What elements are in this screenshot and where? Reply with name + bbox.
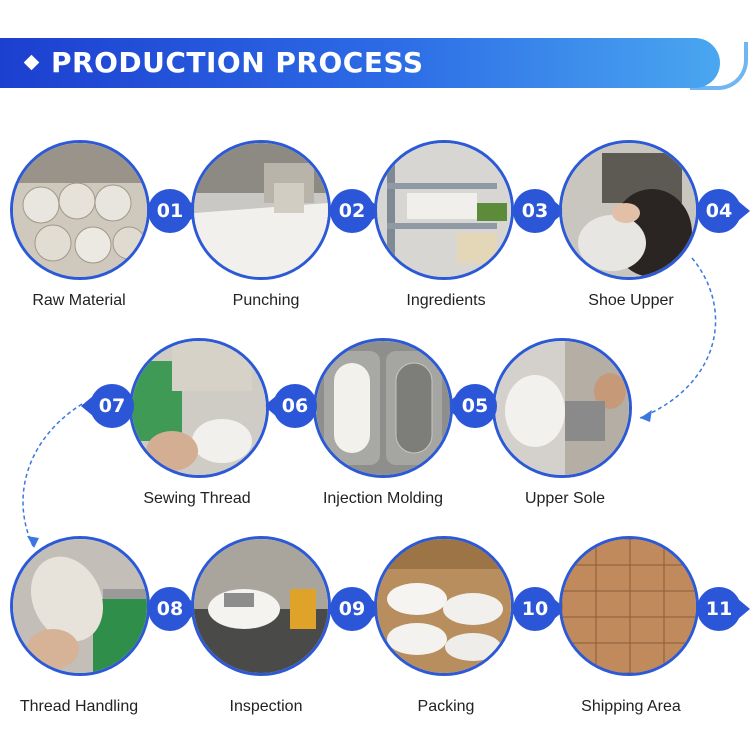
step-label-raw-material: Raw Material [32,292,126,309]
step-number-05: 05 [444,384,497,428]
step-number-04: 04 [697,189,750,233]
step-label-upper-sole: Upper Sole [524,490,606,507]
step-number-01: 01 [148,189,201,233]
step-number-10: 10 [513,587,566,631]
step-photo-sewing-thread [129,338,269,478]
step-number-06: 06 [264,384,317,428]
step-label-shipping-area: Shipping Area [581,698,681,715]
step-photo-shoe-upper [559,140,699,280]
step-number-03: 03 [513,189,566,233]
step-photo-inspection [191,536,331,676]
step-number-07: 07 [81,384,134,428]
page-title: PRODUCTION PROCESS [51,46,424,79]
step-photo-raw-material [10,140,150,280]
step-label-punching: Punching [232,292,300,309]
step-photo-packing [374,536,514,676]
step-label-injection-molding: Injection Molding [322,490,444,507]
step-label-packing: Packing [417,698,475,715]
step-label-sewing-thread: Sewing Thread [143,490,251,507]
step-photo-ingredients [374,140,514,280]
step-number-11: 11 [697,587,750,631]
step-photo-upper-sole [492,338,632,478]
step-number-02: 02 [330,189,383,233]
step-photo-thread-handling [10,536,150,676]
step-number-08: 08 [148,587,201,631]
step-label-shoe-upper: Shoe Upper [588,292,674,309]
header-banner: PRODUCTION PROCESS [0,38,720,88]
step-label-inspection: Inspection [229,698,303,715]
step-photo-punching [191,140,331,280]
banner-swoosh [690,42,748,90]
step-label-thread-handling: Thread Handling [19,698,139,715]
step-photo-shipping-area [559,536,699,676]
step-photo-injection-molding [313,338,453,478]
step-number-09: 09 [330,587,383,631]
step-label-ingredients: Ingredients [406,292,486,309]
